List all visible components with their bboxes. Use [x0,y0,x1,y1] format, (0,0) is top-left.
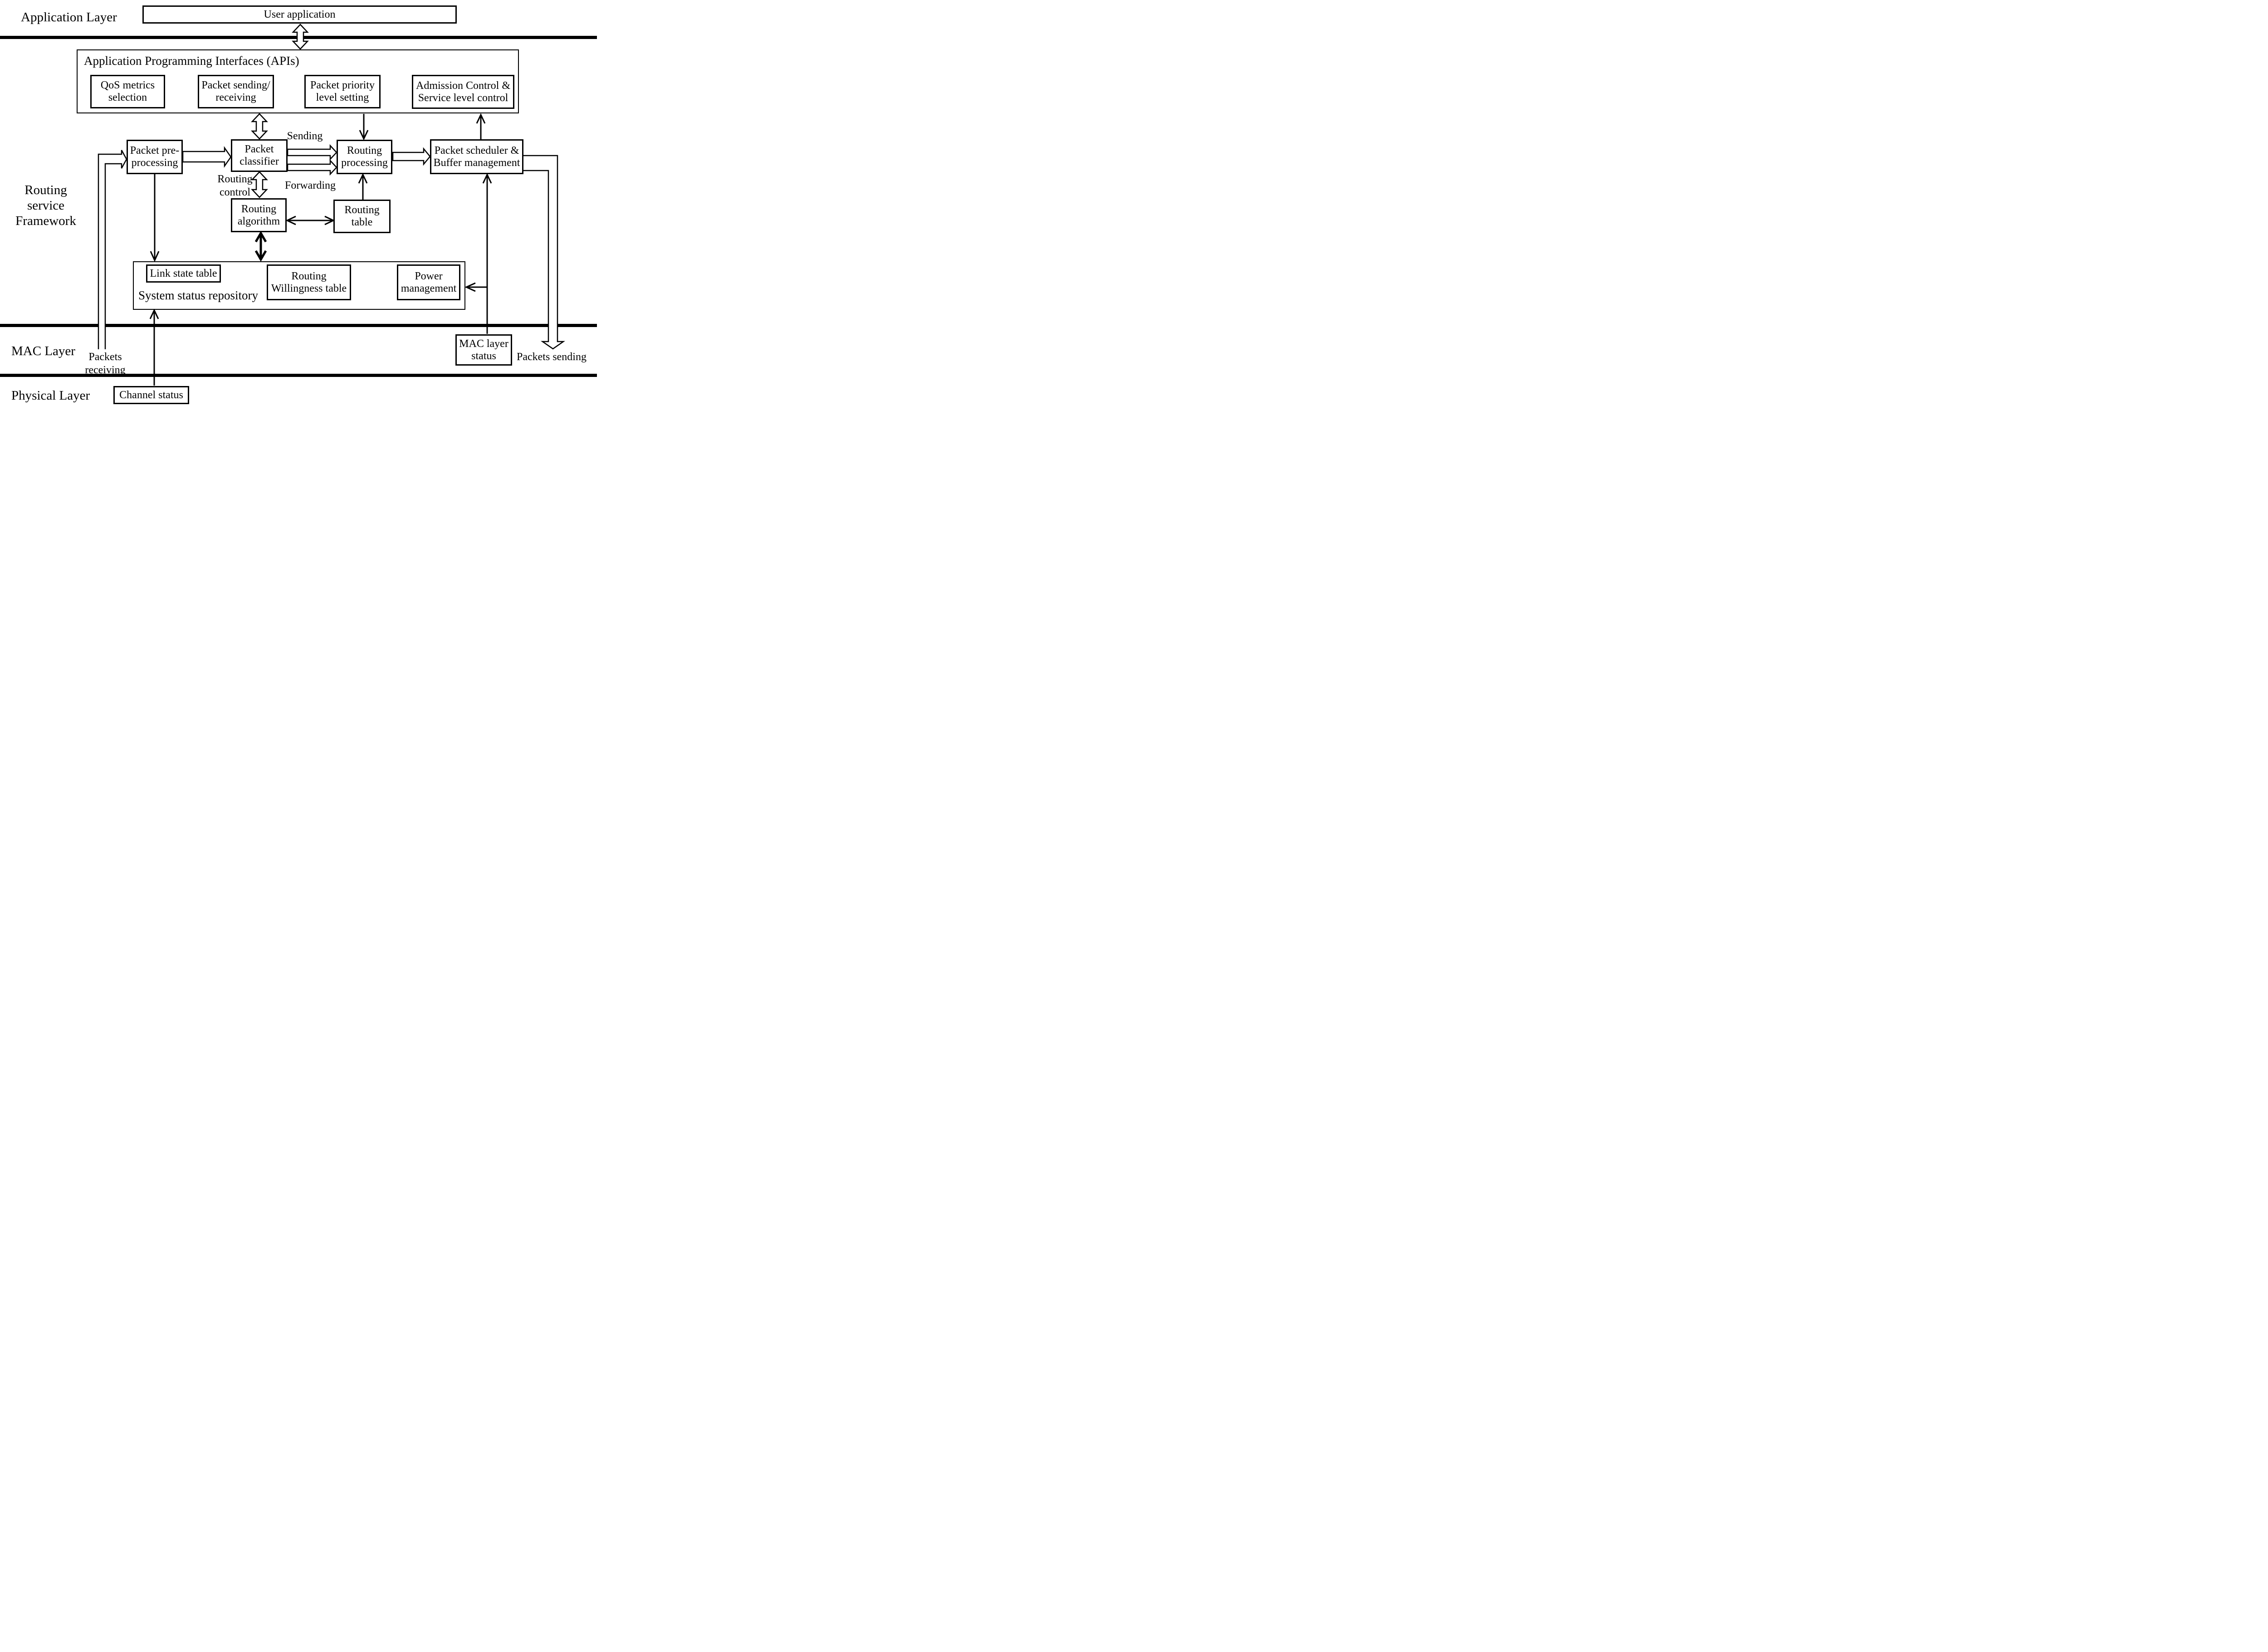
box-routing-processing: Routing processing [337,140,392,174]
arrow-packets-sending-path [523,155,565,350]
arrow-macstatus-to-scheduler [482,173,492,334]
box-admission-control: Admission Control & Service level contro… [412,75,514,109]
arrow-algorithm-table-double [285,215,335,225]
box-qos-metrics: QoS metrics selection [90,75,165,108]
label-mac-layer: MAC Layer [11,344,75,358]
label-application-layer: Application Layer [21,10,117,24]
arrow-userapp-api-double [292,24,309,50]
box-routing-algorithm: Routing algorithm [231,198,287,232]
arrow-preprocessing-to-classifier [182,146,232,168]
label-routing-service-framework: Routing service Framework [15,183,76,229]
label-sending: Sending [287,130,323,142]
box-link-state-table: Link state table [146,264,221,283]
arrow-packets-receiving-path [98,150,127,349]
arrow-processing-to-scheduler [392,147,431,166]
arrows-layer [0,24,597,386]
arrow-forwarding [287,159,337,176]
label-routing-control: Routing control [217,173,253,198]
box-packet-sending-receiving: Packet sending/ receiving [198,75,274,108]
api-container: Application Programming Interfaces (APIs… [77,49,519,113]
box-user-application: User application [142,5,457,24]
repository-container: System status repository [133,261,465,310]
arrow-classifier-algorithm-double [251,171,268,198]
arrow-macstatus-to-power [464,282,487,292]
box-packet-scheduler: Packet scheduler & Buffer management [430,139,523,174]
label-packets-receiving: Packets receiving [85,351,126,376]
label-physical-layer: Physical Layer [11,388,90,403]
arrow-channel-to-repository [149,308,159,386]
box-packet-classifier: Packet classifier [231,139,288,172]
label-forwarding: Forwarding [285,180,336,191]
arrow-scheduler-to-admission [476,113,486,139]
box-mac-layer-status: MAC layer status [455,334,512,366]
box-power-management: Power management [397,264,460,300]
box-routing-table: Routing table [333,200,391,233]
box-packet-pre-processing: Packet pre-processing [127,140,183,174]
box-routing-willingness-table: Routing Willingness table [267,264,351,300]
box-channel-status: Channel status [113,386,189,404]
arrow-api-classifier-double [251,113,268,140]
diagram-canvas: Application Layer Routing service Framew… [0,0,597,413]
api-container-title: Application Programming Interfaces (APIs… [84,54,299,68]
arrow-sending [287,144,337,161]
separator-mac-physical [0,374,597,377]
box-packet-priority: Packet priority level setting [304,75,381,108]
arrow-preprocessing-to-repository [150,174,160,262]
label-packets-sending: Packets sending [517,351,587,363]
arrow-algorithm-repository-double [254,231,267,262]
repository-label: System status repository [138,288,258,302]
arrow-table-to-processing [358,173,368,200]
separator-routing-mac [0,324,597,327]
arrow-priority-to-routing-processing [359,114,369,141]
